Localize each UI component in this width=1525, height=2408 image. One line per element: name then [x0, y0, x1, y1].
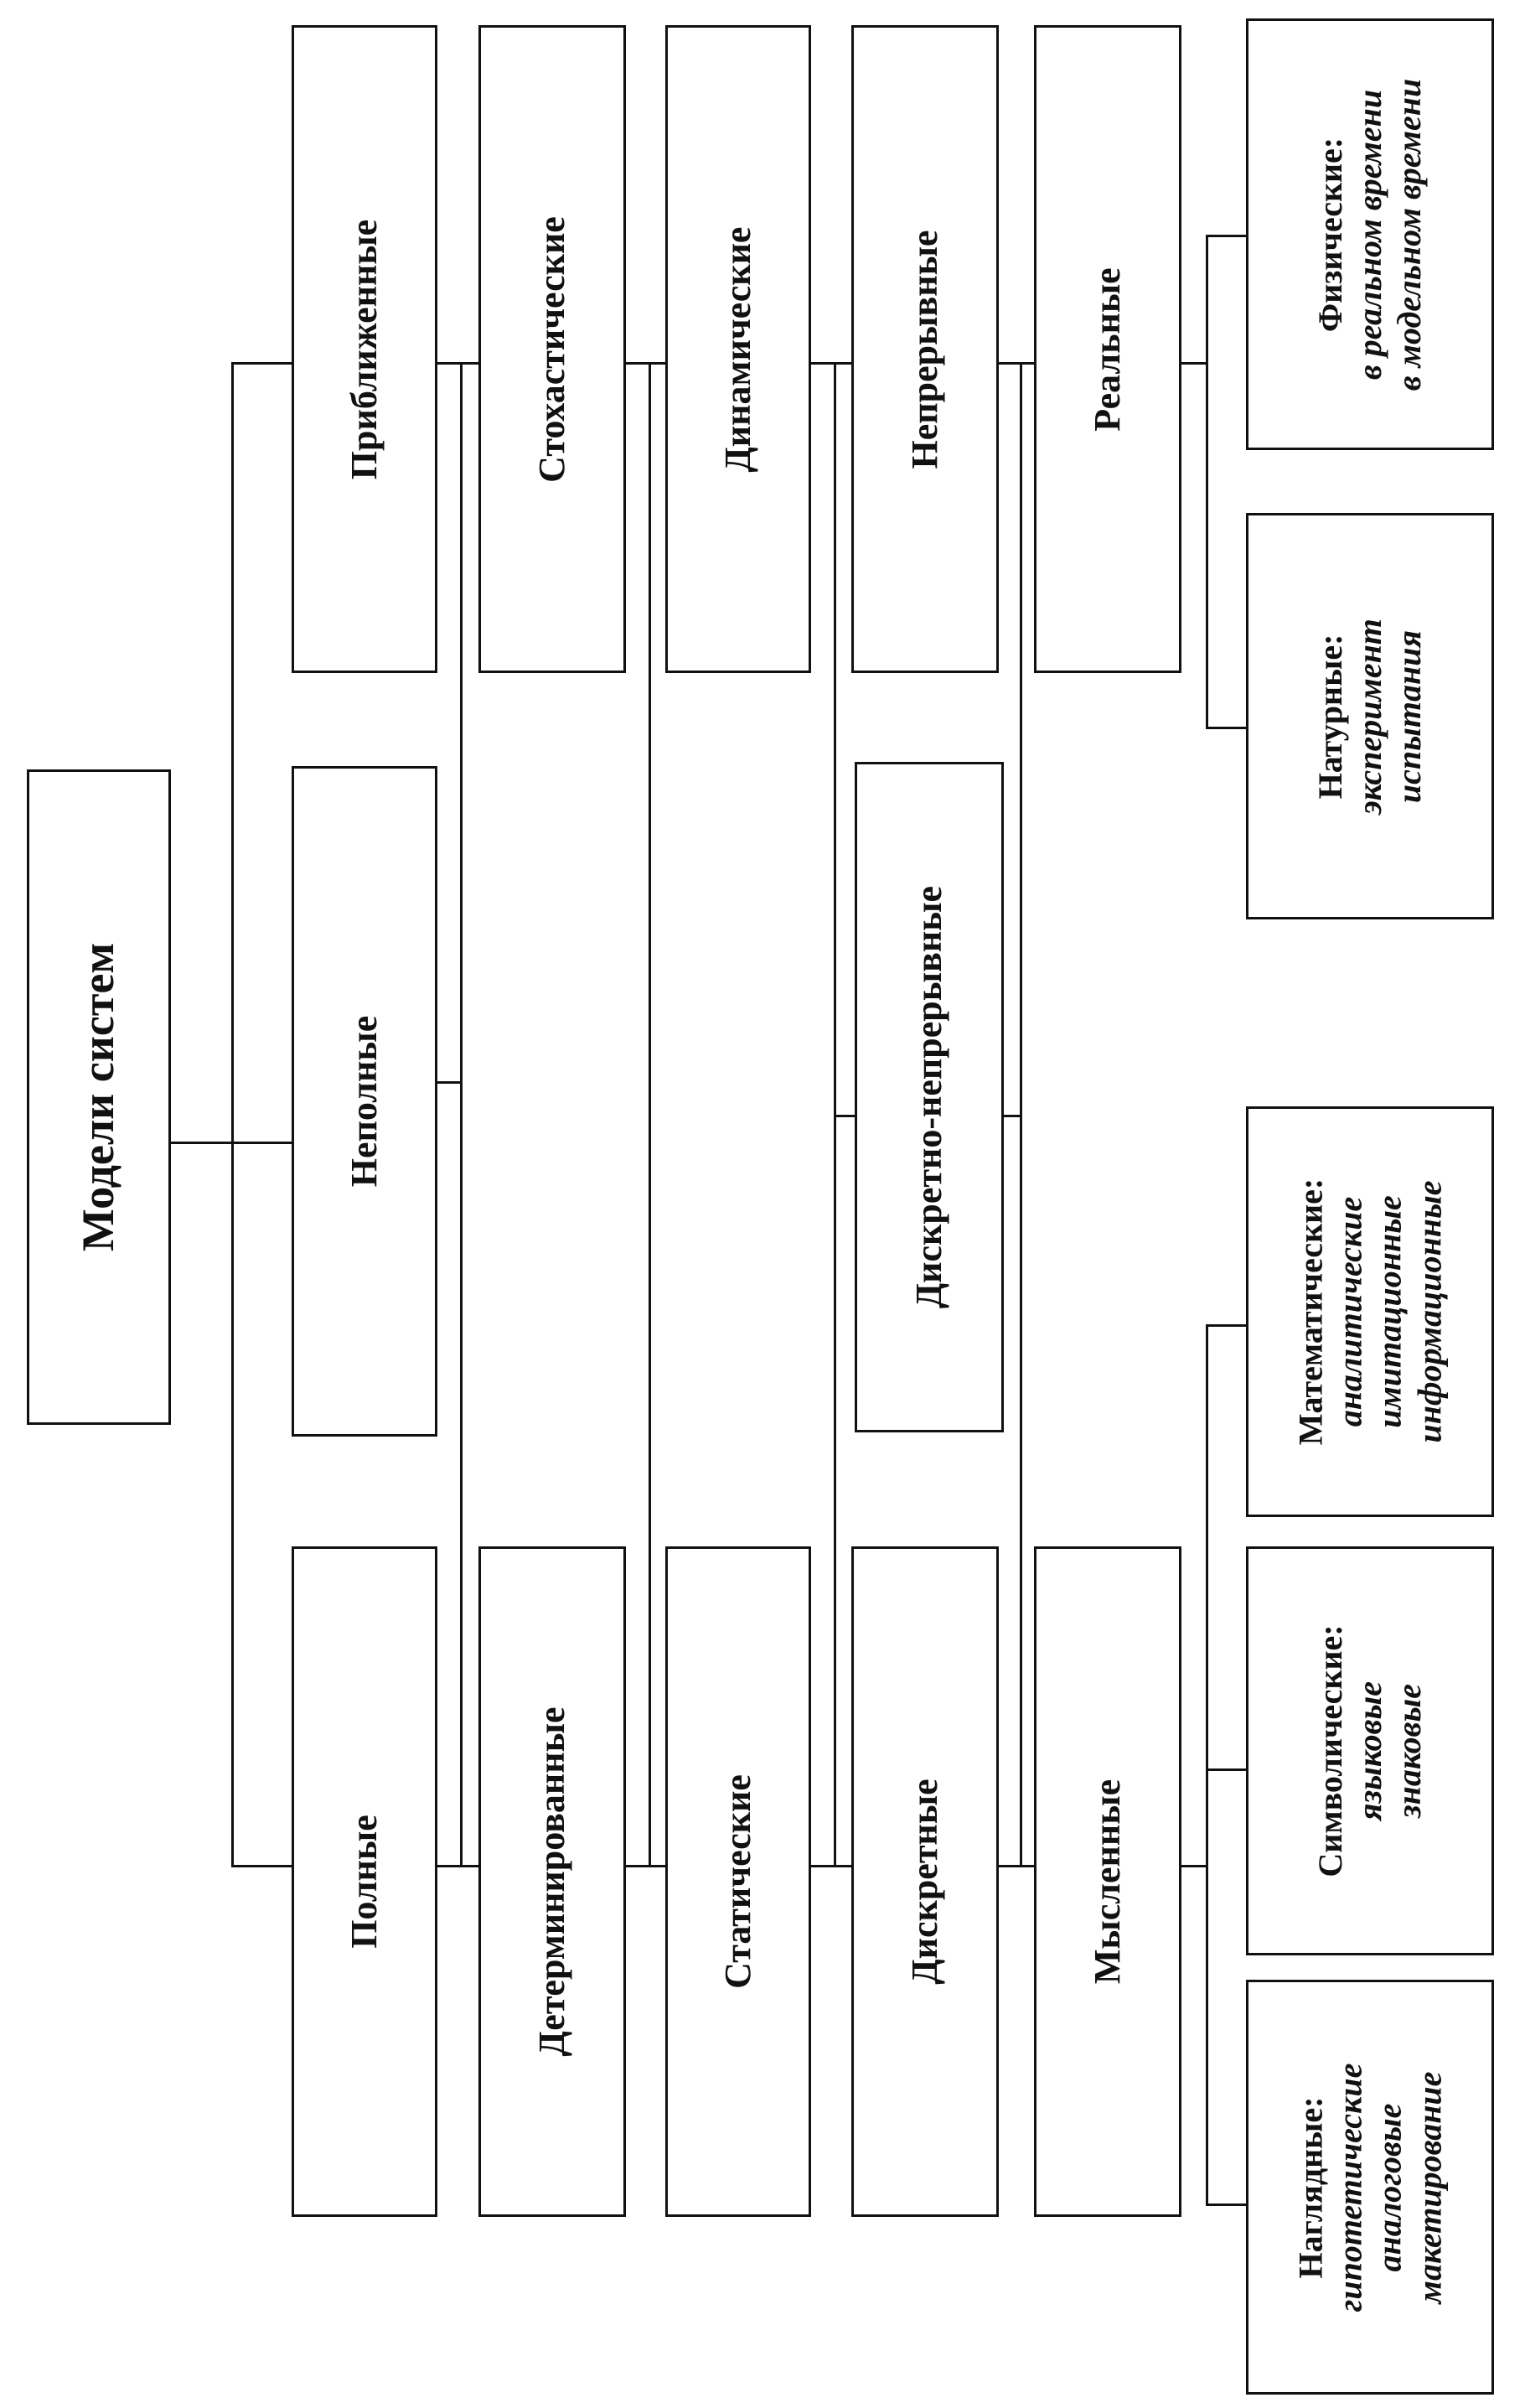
connector: [231, 362, 292, 365]
leaf-title: Символические:: [1311, 1624, 1350, 1877]
connector: [1020, 362, 1034, 365]
connector: [231, 1865, 292, 1867]
leaf-item: макетирование: [1410, 2071, 1449, 2303]
connector: [834, 1865, 851, 1867]
connector: [1206, 727, 1246, 729]
connector: [1206, 1324, 1208, 2206]
leaf-simvolicheskie: Символические: языковые знаковые: [1246, 1546, 1494, 1955]
connector: [649, 362, 665, 365]
connector: [437, 362, 463, 365]
node-label: Статические: [717, 1774, 759, 1989]
root-box: Модели систем: [27, 769, 171, 1425]
leaf-item: аналоговые: [1371, 2103, 1409, 2271]
connector: [811, 1865, 836, 1867]
node-label: Реальные: [1087, 267, 1129, 432]
node-label: Непрерывные: [904, 230, 946, 469]
connector: [834, 1115, 855, 1117]
leaf-item: гипотетические: [1331, 2063, 1369, 2312]
node-diskretno-nepreryvnye: Дискретно-непрерывные: [855, 762, 1004, 1432]
node-label: Дискретно-непрерывные: [908, 885, 950, 1309]
node-label: Мысленные: [1087, 1779, 1129, 1985]
leaf-text: Символические: языковые знаковые: [1310, 1624, 1429, 1877]
node-diskretnye: Дискретные: [851, 1546, 999, 2217]
node-label: Динамические: [717, 226, 759, 472]
node-label: Неполные: [344, 1015, 385, 1188]
connector: [626, 1865, 651, 1867]
connector: [231, 362, 234, 1867]
node-stokhasticheskie: Стохастические: [478, 25, 626, 673]
connector: [460, 1865, 478, 1867]
connector: [460, 362, 463, 1867]
leaf-text: Физические: в реальном времени в модельн…: [1310, 78, 1429, 390]
leaf-naglyadnye: Наглядные: гипотетические аналоговые мак…: [1246, 1980, 1494, 2395]
leaf-item: имитационные: [1371, 1195, 1409, 1428]
connector: [460, 362, 478, 365]
leaf-text: Математические: аналитические имитационн…: [1291, 1178, 1450, 1445]
node-label: Полные: [344, 1815, 385, 1949]
leaf-item: информационные: [1410, 1180, 1449, 1443]
connector: [437, 1081, 463, 1084]
connector: [171, 1142, 233, 1144]
root-label: Модели систем: [73, 942, 124, 1252]
leaf-title: Математические:: [1291, 1178, 1330, 1446]
connector: [1181, 1865, 1208, 1867]
node-polnye: Полные: [292, 1546, 437, 2217]
leaf-item: эксперимент: [1351, 618, 1389, 815]
connector: [626, 362, 651, 365]
leaf-title: Наглядные:: [1291, 2096, 1330, 2278]
connector: [811, 362, 836, 365]
node-label: Приближенные: [344, 219, 385, 479]
leaf-title: Натурные:: [1311, 634, 1350, 799]
node-dinamicheskie: Динамические: [665, 25, 811, 673]
connector: [1206, 1324, 1246, 1327]
leaf-item: аналитические: [1331, 1196, 1369, 1427]
connector: [999, 362, 1022, 365]
connector: [231, 1142, 292, 1144]
node-nepolnye: Неполные: [292, 766, 437, 1437]
node-myslennye: Мысленные: [1034, 1546, 1181, 2217]
connector: [834, 362, 851, 365]
leaf-text: Наглядные: гипотетические аналоговые мак…: [1291, 2063, 1450, 2312]
connector: [1020, 362, 1022, 1867]
connector: [1181, 362, 1208, 365]
connector: [1206, 235, 1208, 729]
leaf-item: в модельном времени: [1390, 78, 1429, 391]
leaf-item: языковые: [1351, 1680, 1389, 1821]
connector: [1004, 1115, 1022, 1117]
connector: [649, 362, 651, 1867]
leaf-item: в реальном времени: [1351, 89, 1389, 380]
leaf-fizicheskie: Физические: в реальном времени в модельн…: [1246, 18, 1494, 450]
connector: [1206, 2203, 1246, 2206]
connector: [999, 1865, 1022, 1867]
connector: [1206, 235, 1246, 237]
node-staticheskie: Статические: [665, 1546, 811, 2217]
node-nepreryvnye: Непрерывные: [851, 25, 999, 673]
connector: [437, 1865, 463, 1867]
node-priblizhennye: Приближенные: [292, 25, 437, 673]
leaf-title: Физические:: [1311, 137, 1350, 332]
node-label: Детерминированные: [531, 1706, 573, 2057]
connector: [649, 1865, 665, 1867]
leaf-naturnye: Натурные: эксперимент испытания: [1246, 513, 1494, 919]
node-realnye: Реальные: [1034, 25, 1181, 673]
leaf-text: Натурные: эксперимент испытания: [1310, 619, 1429, 815]
node-determinirovannye: Детерминированные: [478, 1546, 626, 2217]
leaf-item: знаковые: [1390, 1684, 1429, 1818]
connector: [1020, 1865, 1034, 1867]
node-label: Дискретные: [904, 1779, 946, 1985]
connector: [1206, 1768, 1246, 1771]
leaf-item: испытания: [1390, 629, 1429, 803]
node-label: Стохастические: [531, 215, 573, 483]
leaf-matematicheskie: Математические: аналитические имитационн…: [1246, 1106, 1494, 1517]
